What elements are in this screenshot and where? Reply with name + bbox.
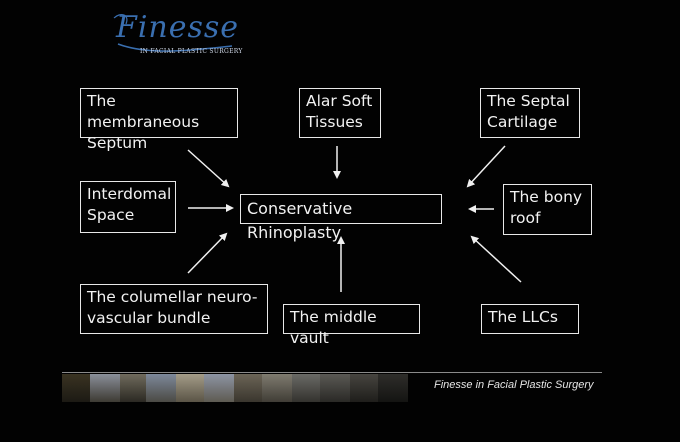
footer-title: Finesse in Facial Plastic Surgery — [434, 379, 594, 391]
arrow-columellar-bundle — [187, 232, 228, 274]
node-interdomal-space: Interdomal Space — [80, 181, 176, 233]
footer-divider — [62, 372, 602, 373]
logo-script-text: Finesse — [116, 10, 240, 45]
node-middle-vault: The middle vault — [283, 304, 420, 347]
finesse-logo: Finesse IN FACIAL PLASTIC SURGERY — [100, 10, 243, 60]
arrow-llcs — [470, 235, 522, 283]
logo-subtitle: IN FACIAL PLASTIC SURGERY — [140, 48, 243, 55]
node-septal-cartilage: The Septal Cartilage — [480, 88, 580, 138]
node-membranous-septum: The membraneous Septum — [80, 88, 238, 152]
node-bony-roof: The bony roof — [503, 184, 592, 235]
node-conservative-rhinoplasty: Conservative Rhinoplasty — [240, 194, 442, 242]
node-columellar-bundle: The columellar neuro- vascular bundle — [80, 284, 268, 334]
arrow-septal-cartilage — [466, 145, 506, 188]
node-alar-soft-tissues: Alar Soft Tissues — [299, 88, 381, 138]
logo-swoosh-icon — [113, 14, 233, 52]
node-llcs: The LLCs — [481, 304, 579, 334]
arrow-membranous-septum — [187, 149, 230, 188]
footer-photo-strip — [62, 374, 408, 402]
